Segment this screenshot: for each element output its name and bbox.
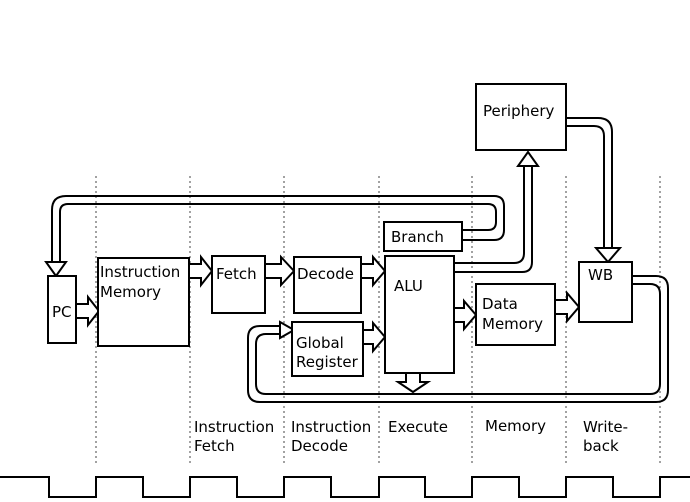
stage-instruction-fetch-2: Fetch — [194, 437, 235, 455]
pc-to-imem-arrow — [75, 294, 101, 328]
fetch-to-decode-arrow — [264, 254, 296, 288]
stage-write-back-1: Write- — [583, 418, 628, 436]
instruction-memory-label-2: Memory — [100, 283, 161, 301]
imem-to-fetch-arrow — [188, 254, 214, 288]
pc-label: PC — [52, 303, 72, 321]
stage-memory: Memory — [485, 417, 546, 435]
branch-label: Branch — [391, 228, 444, 246]
instruction-memory-label-1: Instruction — [100, 263, 180, 281]
data-memory-label-2: Memory — [482, 315, 543, 333]
periphery-to-wb-path — [566, 117, 623, 264]
alu-block: ALU — [384, 255, 455, 374]
stage-dividers — [95, 176, 661, 465]
register-to-alu-arrow — [362, 320, 387, 354]
decode-label: Decode — [297, 265, 354, 283]
stage-labels: Instruction Fetch Instruction Decode Exe… — [194, 417, 628, 455]
branch-block: Branch — [383, 221, 463, 252]
global-register-label-1: Global — [296, 334, 344, 352]
decode-to-alu-arrow — [360, 254, 387, 288]
pc-block: PC — [47, 275, 77, 344]
alu-to-dmem-arrow — [453, 298, 478, 332]
fetch-label: Fetch — [216, 265, 257, 283]
alu-label: ALU — [394, 277, 423, 295]
stage-execute: Execute — [388, 418, 448, 436]
stage-instruction-decode-2: Decode — [291, 437, 348, 455]
global-register-block: Global Register — [291, 321, 364, 377]
wb-label: WB — [588, 266, 613, 284]
alu-to-periphery-path — [454, 150, 540, 273]
periphery-block: Periphery — [475, 83, 567, 151]
alu-down-arrow — [394, 372, 432, 394]
stage-instruction-fetch-1: Instruction — [194, 418, 274, 436]
instruction-memory-block: Instruction Memory — [97, 257, 190, 347]
fetch-block: Fetch — [211, 255, 266, 314]
decode-block: Decode — [293, 256, 362, 314]
data-memory-block: Data Memory — [475, 283, 556, 346]
global-register-label-2: Register — [296, 353, 359, 371]
wb-to-register-path — [247, 275, 669, 403]
periphery-label: Periphery — [483, 102, 554, 120]
dmem-to-wb-arrow — [554, 290, 581, 324]
stage-write-back-2: back — [583, 437, 619, 455]
stage-instruction-decode-1: Instruction — [291, 418, 371, 436]
branch-to-pc-path — [44, 195, 505, 278]
forward-arrows — [75, 254, 581, 394]
clock-waveform — [0, 476, 690, 498]
wb-block: WB — [578, 261, 633, 323]
data-memory-label-1: Data — [482, 295, 518, 313]
